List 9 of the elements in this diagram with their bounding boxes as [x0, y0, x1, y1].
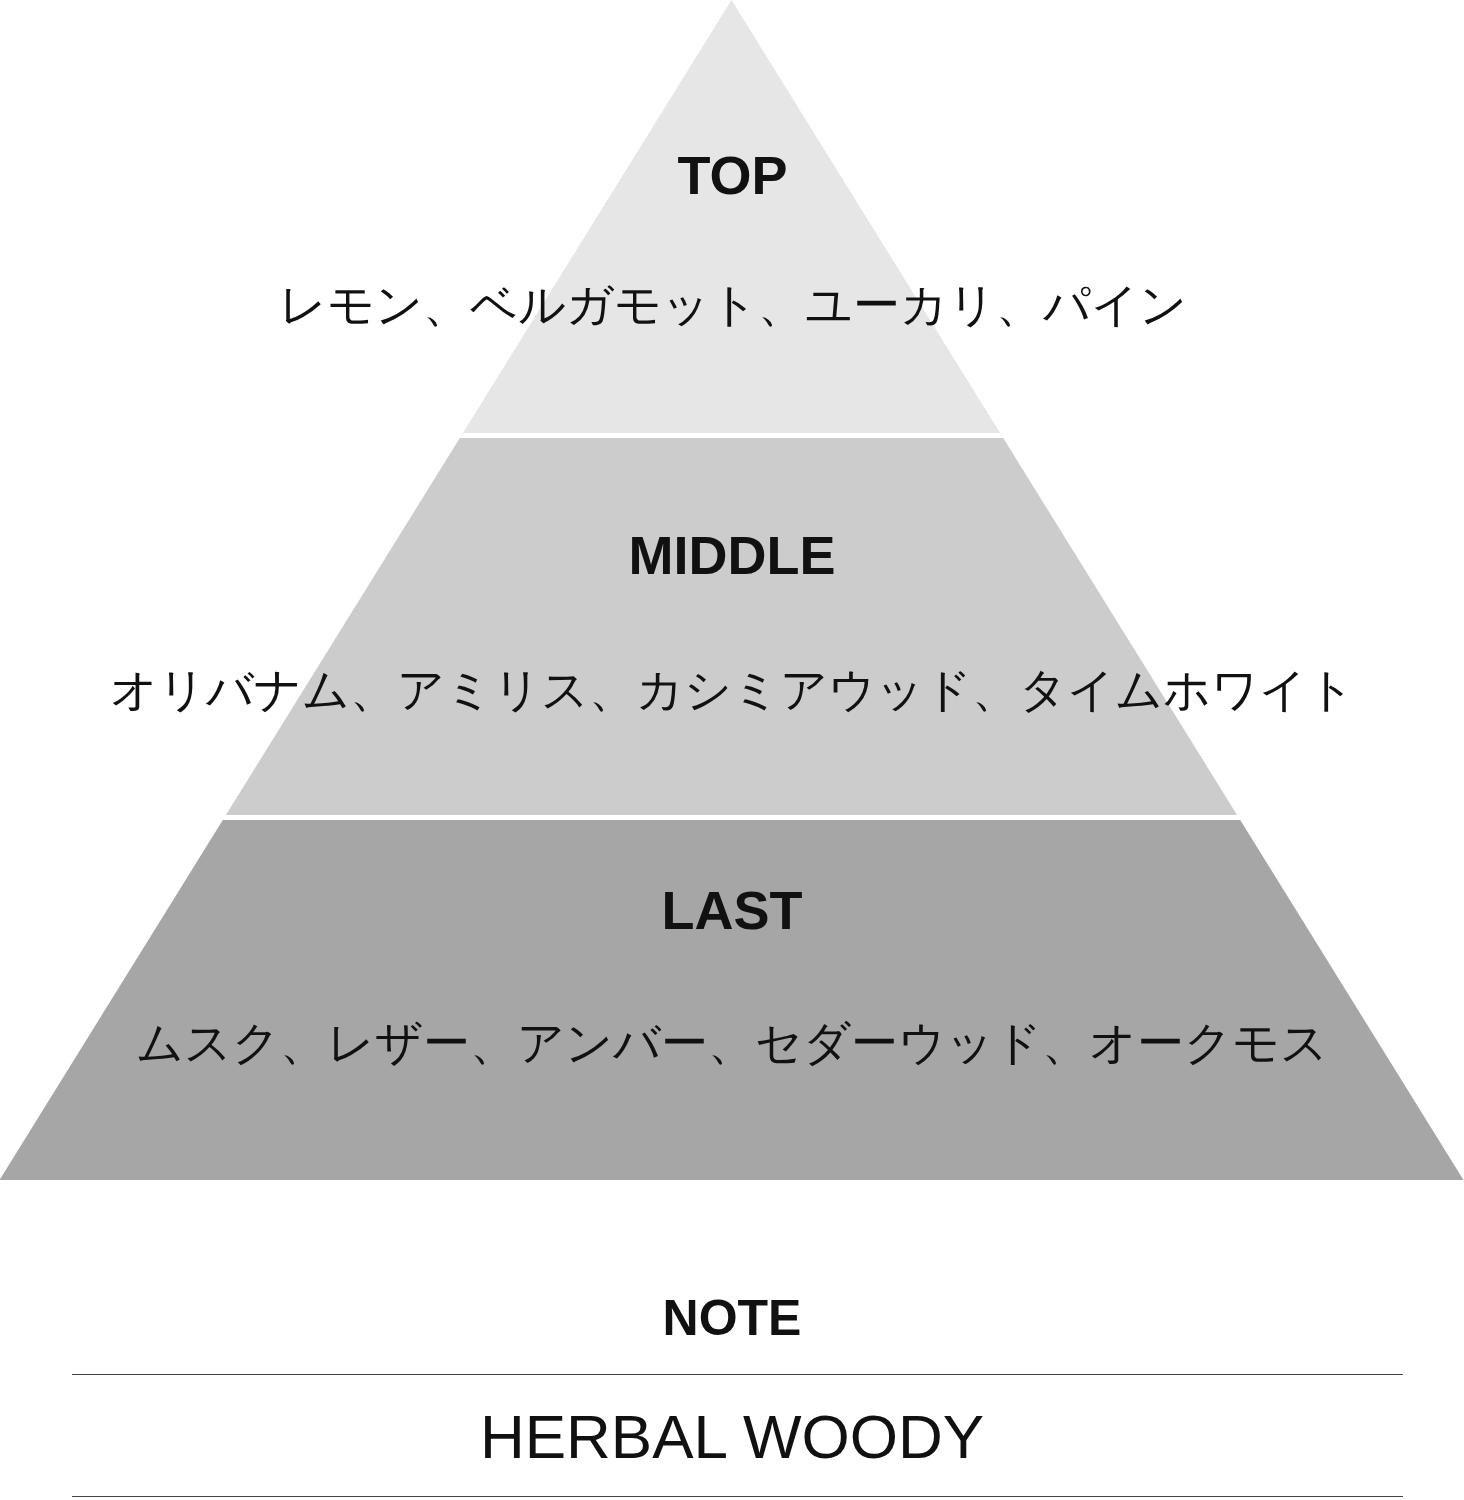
pyramid-tier	[0, 820, 1464, 1180]
tier-heading: MIDDLE	[628, 526, 836, 584]
tier-heading: LAST	[661, 881, 803, 939]
note-heading: NOTE	[662, 1291, 802, 1345]
tier-heading: TOP	[677, 146, 788, 204]
ingredient-list: オリバナム、アミリス、カシミアウッド、タイムホワイト	[109, 663, 1355, 717]
ingredient-list: ムスク、レザー、アンバー、セダーウッド、オークモス	[136, 1016, 1328, 1070]
fragrance-type: HERBAL WOODY	[479, 1404, 985, 1470]
ingredient-list: レモン、ベルガモット、ユーカリ、パイン	[278, 278, 1187, 332]
